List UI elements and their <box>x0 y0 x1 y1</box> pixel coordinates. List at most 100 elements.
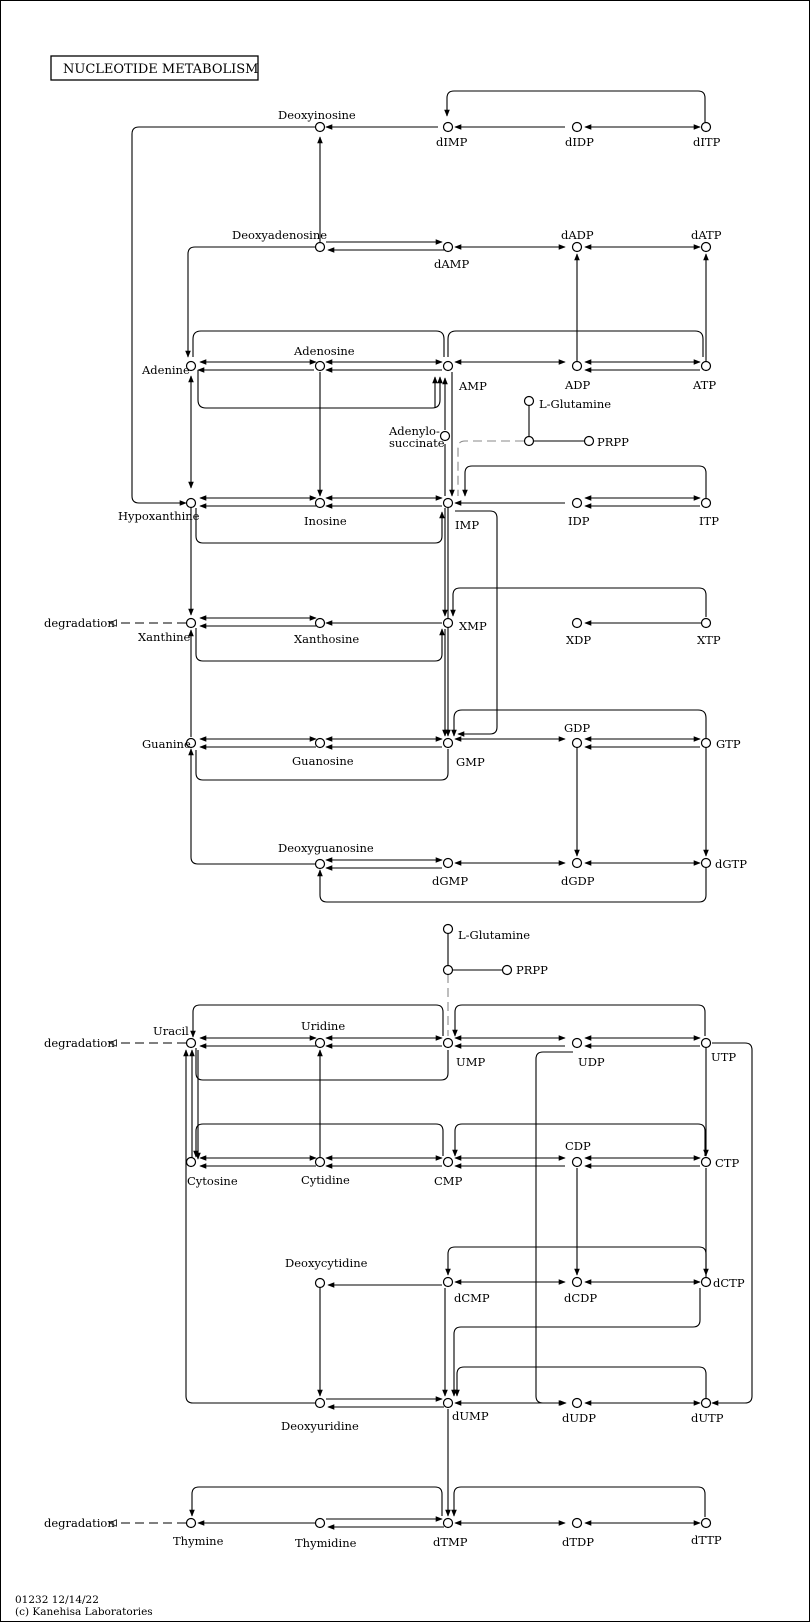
node-idp[interactable] <box>571 497 583 509</box>
node-prpp-2[interactable] <box>501 964 513 976</box>
label-cmp: CMP <box>434 1174 463 1188</box>
node-adenylosuccinate[interactable] <box>439 430 451 442</box>
node-deoxyinosine[interactable] <box>314 121 326 133</box>
node-uridine[interactable] <box>314 1037 326 1049</box>
node-udp[interactable] <box>571 1037 583 1049</box>
node-ditp[interactable] <box>700 121 712 133</box>
node-atp[interactable] <box>700 360 712 372</box>
node-cytidine[interactable] <box>314 1156 326 1168</box>
label-dutp: dUTP <box>691 1411 724 1425</box>
node-dgtp[interactable] <box>700 857 712 869</box>
node-uracil[interactable] <box>185 1037 197 1049</box>
label-degradation-1: degradation <box>44 616 115 630</box>
node-dcdp[interactable] <box>571 1276 583 1288</box>
node-gdp[interactable] <box>571 737 583 749</box>
label-atp: ATP <box>692 378 716 392</box>
node-deoxyguanosine[interactable] <box>314 858 326 870</box>
node-xanthine[interactable] <box>185 617 197 629</box>
label-dcdp: dCDP <box>564 1291 597 1305</box>
label-dgmp: dGMP <box>432 874 468 888</box>
node-gtp[interactable] <box>700 737 712 749</box>
node-gmp[interactable] <box>442 737 454 749</box>
node-adenine[interactable] <box>185 360 197 372</box>
node-guanosine[interactable] <box>314 737 326 749</box>
node-dgdp[interactable] <box>571 857 583 869</box>
node-thymine[interactable] <box>185 1517 197 1529</box>
node-cdp[interactable] <box>571 1156 583 1168</box>
label-dctp: dCTP <box>713 1276 745 1290</box>
node-ctp[interactable] <box>700 1156 712 1168</box>
node-dtdp[interactable] <box>571 1517 583 1529</box>
label-damp: dAMP <box>434 257 469 271</box>
node-inosine[interactable] <box>314 497 326 509</box>
node-cytosine[interactable] <box>185 1156 197 1168</box>
label-ctp: CTP <box>715 1156 739 1170</box>
node-dudp[interactable] <box>571 1397 583 1409</box>
label-adenylosuccinate-1: Adenylo- <box>388 424 440 438</box>
node-dctp[interactable] <box>700 1276 712 1288</box>
node-dttp[interactable] <box>700 1517 712 1529</box>
label-ditp: dITP <box>693 135 721 149</box>
node-l-glutamine-1[interactable] <box>523 395 535 407</box>
node-deoxyadenosine[interactable] <box>314 241 326 253</box>
label-amp: AMP <box>458 379 487 393</box>
node-xtp[interactable] <box>700 617 712 629</box>
label-adenine: Adenine <box>141 363 190 377</box>
label-xmp: XMP <box>459 619 487 633</box>
label-deoxyinosine: Deoxyinosine <box>278 108 356 122</box>
node-dcmp[interactable] <box>442 1276 454 1288</box>
node-utp[interactable] <box>700 1037 712 1049</box>
node-dimp[interactable] <box>442 121 454 133</box>
node-didp[interactable] <box>571 121 583 133</box>
label-hypoxanthine: Hypoxanthine <box>118 509 200 523</box>
node-guanine[interactable] <box>185 737 197 749</box>
label-xanthosine: Xanthosine <box>294 632 359 646</box>
label-deoxyuridine: Deoxyuridine <box>281 1419 359 1433</box>
label-gmp: GMP <box>456 755 485 769</box>
node-amp[interactable] <box>442 360 454 372</box>
label-idp: IDP <box>568 514 590 528</box>
node-xmp[interactable] <box>442 617 454 629</box>
node-xanthosine[interactable] <box>314 617 326 629</box>
label-xanthine: Xanthine <box>138 630 191 644</box>
node-dadp[interactable] <box>571 241 583 253</box>
node-dtmp[interactable] <box>442 1517 454 1529</box>
footer-map-id: 01232 12/14/22 <box>15 1594 99 1606</box>
node-cmp[interactable] <box>442 1156 454 1168</box>
label-dump: dUMP <box>452 1409 489 1423</box>
node-deoxycytidine[interactable] <box>314 1277 326 1289</box>
node-adenosine[interactable] <box>314 360 326 372</box>
label-prpp-2: PRPP <box>516 963 548 977</box>
label-utp: UTP <box>711 1050 736 1064</box>
node-deoxyuridine[interactable] <box>314 1397 326 1409</box>
pyrimidine-edges <box>110 934 753 1530</box>
label-xdp: XDP <box>566 633 591 647</box>
node-dutp[interactable] <box>700 1397 712 1409</box>
node-l-glutamine-2[interactable] <box>442 923 454 935</box>
label-gdp: GDP <box>564 721 590 735</box>
node-imp[interactable] <box>442 497 454 509</box>
node-xdp[interactable] <box>571 617 583 629</box>
node-itp[interactable] <box>700 497 712 509</box>
label-dcmp: dCMP <box>454 1291 490 1305</box>
node-dgmp[interactable] <box>442 857 454 869</box>
node-dump[interactable] <box>442 1397 454 1409</box>
label-gtp: GTP <box>716 737 741 751</box>
label-didp: dIDP <box>565 135 594 149</box>
node-ump[interactable] <box>442 1037 454 1049</box>
node-thymidine[interactable] <box>314 1517 326 1529</box>
label-degradation-3: degradation <box>44 1516 115 1530</box>
node-datp[interactable] <box>700 241 712 253</box>
label-adenosine: Adenosine <box>293 344 355 358</box>
node-adp[interactable] <box>571 360 583 372</box>
label-ump: UMP <box>456 1055 485 1069</box>
node-damp[interactable] <box>442 241 454 253</box>
label-cytosine: Cytosine <box>187 1174 238 1188</box>
node-prpp-1[interactable] <box>583 435 595 447</box>
label-dtdp: dTDP <box>562 1535 594 1549</box>
title-box <box>50 55 259 81</box>
label-uracil: Uracil <box>153 1024 189 1038</box>
node-hypoxanthine[interactable] <box>185 497 197 509</box>
label-cytidine: Cytidine <box>301 1173 350 1187</box>
